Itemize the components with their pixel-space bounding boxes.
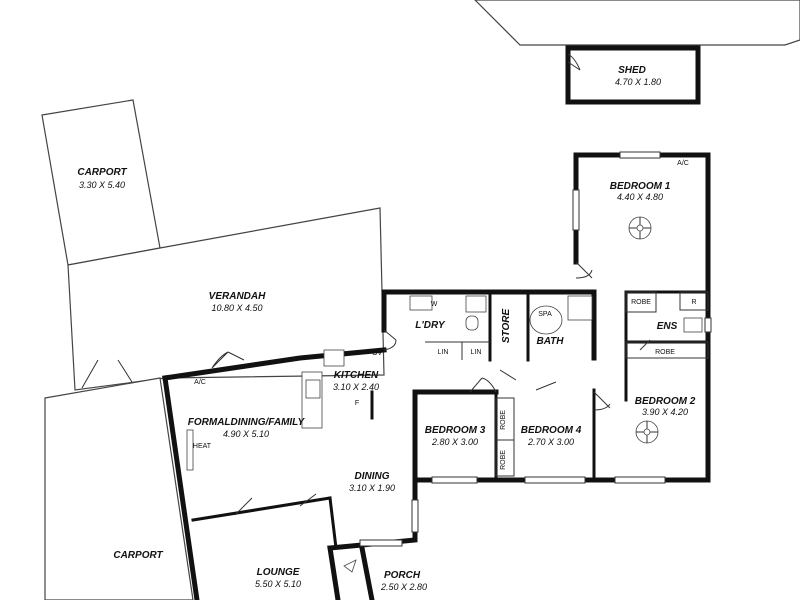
bath-name: BATH [536, 336, 564, 347]
laundry-tub [465, 295, 487, 313]
dining-name: DINING [355, 471, 390, 482]
lin2-tag: LIN [471, 349, 482, 356]
bedroom2-dims: 3.90 X 4.20 [642, 407, 688, 417]
toilet [465, 315, 479, 331]
kitchen-name: KITCHEN [334, 370, 379, 381]
bed2-fan-icon [635, 420, 659, 444]
robe-ens-cupboard [625, 291, 657, 313]
kitchen-north-wall [162, 347, 387, 381]
porch-dims: 2.50 X 2.80 [380, 582, 427, 592]
family-dims: 4.90 X 5.10 [223, 429, 269, 439]
wet-area-walls [381, 289, 597, 361]
spa-tag: SPA [538, 311, 552, 318]
shed-walls [565, 45, 701, 105]
dining-window [411, 499, 419, 533]
ac-bed1-tag: A/C [677, 160, 689, 167]
verandah-dims: 10.80 X 4.50 [211, 303, 262, 313]
porch-name: PORCH [384, 570, 421, 581]
shed-dims: 4.70 X 1.80 [615, 77, 661, 87]
fridge-tag: F [355, 400, 359, 407]
bed1-west-window [572, 189, 580, 231]
carport-bottom-outline [44, 377, 194, 600]
dining-dims: 3.10 X 1.90 [349, 483, 395, 493]
robe-bed3-cupboard [495, 397, 515, 477]
bed3-door [469, 377, 497, 393]
lounge-dims: 5.50 X 5.10 [255, 579, 301, 589]
family-name: FORMALDINING/FAMILY [188, 417, 306, 428]
robe-bed2-tag: ROBE [655, 349, 675, 356]
laundry-door [383, 329, 397, 351]
verandah-outline [67, 207, 385, 391]
heater-unit [186, 429, 194, 471]
bed1-fan-icon [628, 216, 652, 240]
shed-door-swing [567, 53, 581, 71]
spa-bath [529, 305, 563, 335]
ac-family-tag: A/C [194, 379, 206, 386]
washer [409, 295, 433, 311]
robe-ens-tag: ROBE [631, 299, 651, 306]
ens-door [639, 339, 651, 351]
carport-top-dims: 3.30 X 5.40 [79, 180, 125, 190]
bedroom3-dims: 2.80 X 3.00 [431, 437, 478, 447]
kitchen-dims: 3.10 X 2.40 [333, 382, 379, 392]
carport-double-door [81, 359, 133, 389]
bed4-south-window [524, 476, 586, 484]
robe-bed4-tag: ROBE [500, 450, 507, 470]
front-door-arrow [343, 559, 357, 573]
robe-bed2-cupboard [625, 341, 709, 359]
lin1-tag: LIN [438, 349, 449, 356]
washer-tag: W [431, 301, 438, 308]
lounge-name: LOUNGE [257, 567, 300, 578]
top-structure-outline [474, 0, 800, 46]
stove [305, 379, 321, 399]
store-name: STORE [501, 309, 512, 344]
ens-window [704, 317, 712, 333]
lounge-double-door [234, 493, 317, 516]
carport-top-name: CARPORT [77, 167, 127, 178]
carport-bottom-name: CARPORT [113, 550, 163, 561]
bed1-north-window [619, 151, 661, 159]
lounge-east-wall [328, 496, 338, 550]
heater-tag: HEAT [193, 443, 212, 450]
verandah-name: VERANDAH [209, 291, 266, 302]
bedroom3-name: BEDROOM 3 [425, 425, 486, 436]
hall-door [499, 369, 557, 391]
r-cupboard [679, 291, 709, 311]
robe-bed3-tag: ROBE [500, 410, 507, 430]
bed1-door [575, 261, 593, 279]
shower [567, 295, 593, 321]
shed-name: SHED [618, 65, 646, 76]
bedroom4-name: BEDROOM 4 [521, 425, 582, 436]
r-ens-tag: R [691, 299, 696, 306]
ens-name: ENS [657, 321, 678, 332]
kitchen-sink [323, 349, 345, 367]
laundry-name: L'DRY [415, 320, 446, 331]
oven-tag: OV [372, 350, 382, 357]
bedroom1-dims: 4.40 X 4.80 [617, 192, 663, 202]
bed2-door [593, 391, 611, 411]
bedroom4-dims: 2.70 X 3.00 [527, 437, 574, 447]
bed2-south-window [614, 476, 666, 484]
bedroom2-name: BEDROOM 2 [635, 396, 696, 407]
lounge-north-wall [191, 496, 332, 522]
shed-door [567, 61, 581, 71]
family-west-wall [162, 375, 200, 600]
bed3-south-window [431, 476, 478, 484]
vanity [683, 317, 703, 333]
porch-window [359, 539, 403, 547]
porch-east-wall [359, 545, 375, 600]
bedroom1-name: BEDROOM 1 [610, 181, 671, 192]
verandah-double-door [211, 351, 245, 369]
